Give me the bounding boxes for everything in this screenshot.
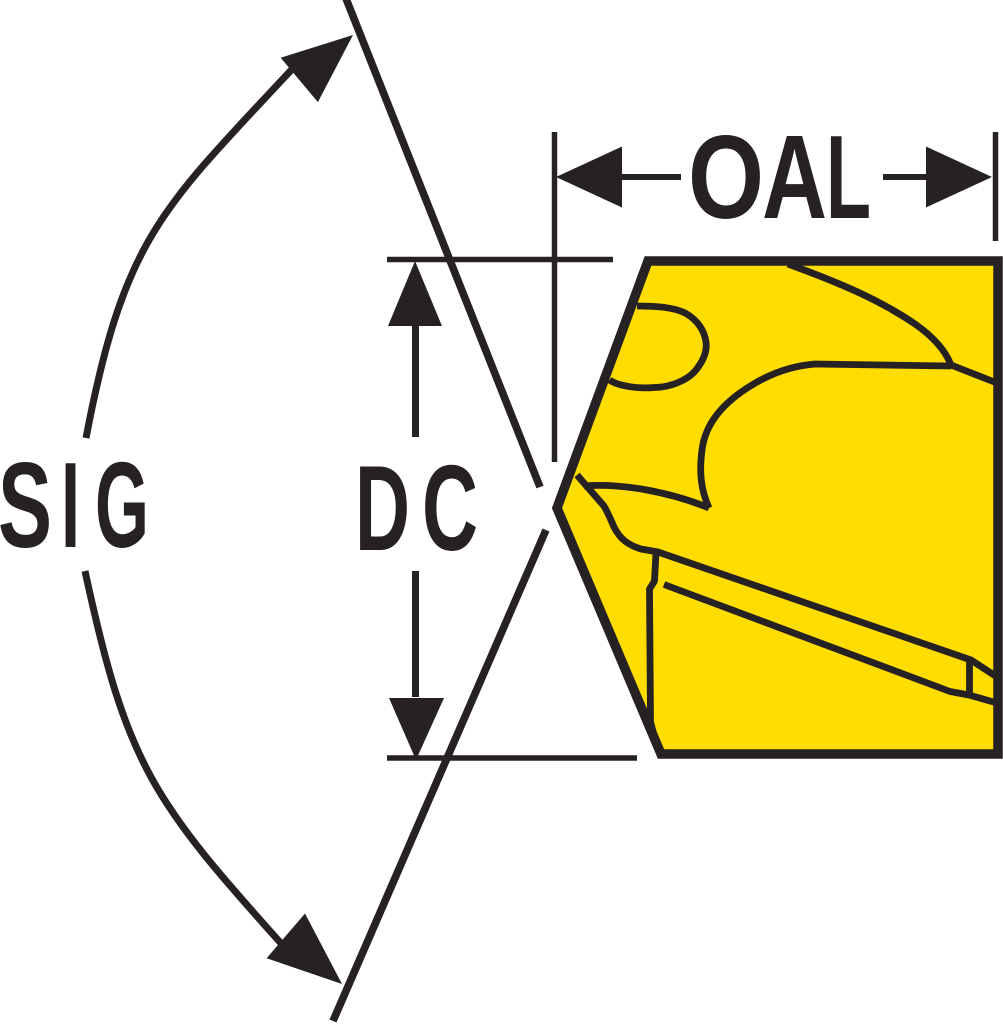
svg-text:G: G xyxy=(95,437,149,573)
svg-text:D: D xyxy=(355,440,410,576)
svg-text:C: C xyxy=(422,440,478,576)
svg-text:O: O xyxy=(688,111,764,244)
svg-text:S: S xyxy=(0,437,52,573)
svg-text:L: L xyxy=(826,111,871,244)
svg-text:I: I xyxy=(61,437,80,573)
svg-text:A: A xyxy=(762,111,827,244)
